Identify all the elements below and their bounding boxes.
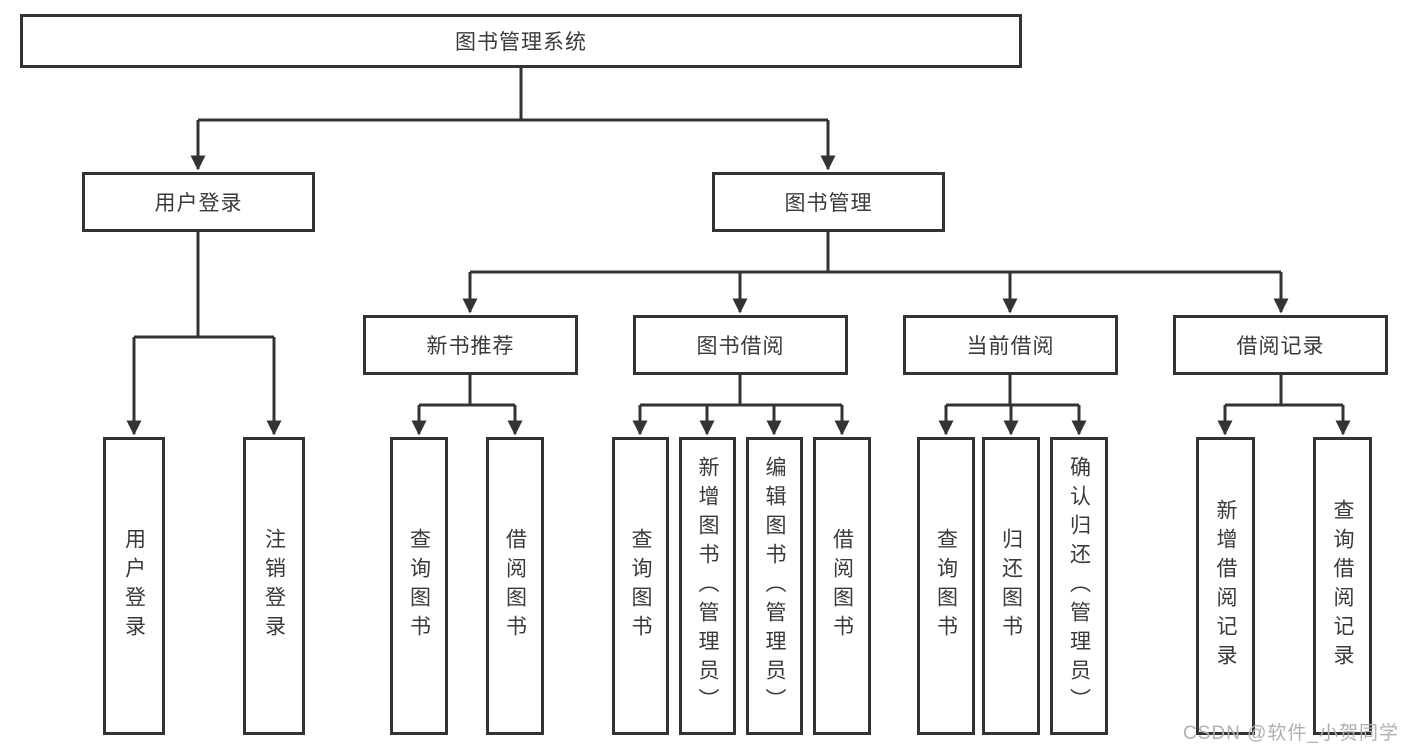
- node-borrowing-records: 借阅记录: [1173, 315, 1388, 375]
- leaf-label: 注销登录: [262, 528, 286, 644]
- leaf-query-books-3: 查询图书: [917, 437, 975, 735]
- leaf-borrow-books-1: 借阅图书: [486, 437, 544, 735]
- node-new-book-recommend: 新书推荐: [363, 315, 578, 375]
- leaf-add-book-admin: 新增图书（管理员）: [679, 437, 736, 735]
- node-label: 用户登录: [154, 192, 243, 215]
- node-label: 借阅记录: [1236, 335, 1325, 358]
- connector-root-to-level2: [190, 67, 836, 171]
- leaf-borrow-books-2: 借阅图书: [813, 437, 871, 735]
- leaf-user-login: 用户登录: [103, 437, 165, 735]
- node-label: 新书推荐: [426, 335, 515, 358]
- leaf-label: 确认归还（管理员）: [1067, 455, 1091, 717]
- leaf-label: 借阅图书: [503, 528, 527, 644]
- leaf-label: 编辑图书（管理员）: [763, 455, 787, 717]
- leaf-add-borrow-record: 新增借阅记录: [1196, 437, 1255, 735]
- node-book-borrowing: 图书借阅: [633, 315, 848, 375]
- leaf-label: 归还图书: [999, 528, 1023, 644]
- connector-new-book-recommend-to-leaves: [411, 375, 523, 436]
- node-current-borrowing: 当前借阅: [903, 315, 1118, 375]
- leaf-label: 查询借阅记录: [1331, 499, 1355, 673]
- node-label: 当前借阅: [966, 335, 1055, 358]
- node-user-login: 用户登录: [82, 172, 315, 232]
- node-label: 图书管理: [784, 192, 873, 215]
- leaf-label: 借阅图书: [830, 528, 854, 644]
- leaf-edit-book-admin: 编辑图书（管理员）: [746, 437, 803, 735]
- leaf-query-borrow-record: 查询借阅记录: [1313, 437, 1372, 735]
- leaf-label: 新增借阅记录: [1214, 499, 1238, 673]
- node-label: 图书借阅: [696, 335, 785, 358]
- connector-user-login-to-leaves: [126, 232, 282, 436]
- leaf-label: 用户登录: [122, 528, 146, 644]
- csdn-watermark: CSDN @软件_小贺同学: [1183, 723, 1399, 744]
- leaf-label: 查询图书: [629, 528, 653, 644]
- leaf-label: 查询图书: [407, 528, 431, 644]
- leaf-confirm-return-admin: 确认归还（管理员）: [1050, 437, 1108, 735]
- leaf-label: 查询图书: [934, 528, 958, 644]
- connector-book-borrowing-to-leaves: [632, 375, 850, 436]
- leaf-query-books-2: 查询图书: [612, 437, 669, 735]
- leaf-logout: 注销登录: [243, 437, 305, 735]
- node-library-management-system: 图书管理系统: [20, 14, 1022, 68]
- connector-current-borrowing-to-leaves: [938, 375, 1087, 436]
- leaf-query-books-1: 查询图书: [390, 437, 448, 735]
- node-label: 图书管理系统: [455, 31, 587, 54]
- leaf-label: 新增图书（管理员）: [696, 455, 720, 717]
- connector-borrowing-records-to-leaves: [1217, 375, 1351, 436]
- leaf-return-book: 归还图书: [982, 437, 1040, 735]
- connector-book-management-to-level3: [462, 232, 1289, 314]
- node-book-management: 图书管理: [712, 172, 945, 232]
